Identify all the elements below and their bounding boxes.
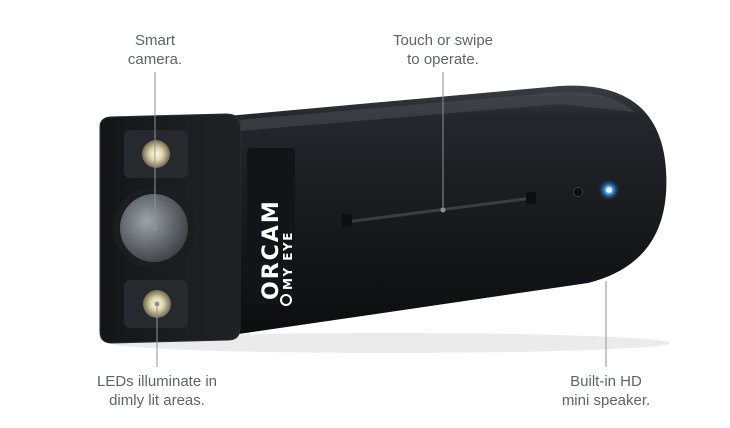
- status-light-core: [606, 187, 612, 193]
- ground-shadow: [110, 333, 670, 353]
- front-side: [205, 114, 240, 340]
- camera-annotation: Smart camera.: [127, 32, 183, 68]
- leader-leds-dot: [154, 301, 160, 307]
- leds-annotation: LEDs illuminate in dimly lit areas.: [96, 373, 218, 409]
- touch-annotation: Touch or swipe to operate.: [392, 32, 494, 68]
- logo-text-top: ORCAM: [259, 199, 284, 300]
- speaker-port: [573, 187, 583, 197]
- leader-lines: [152, 72, 607, 367]
- body-highlight: [215, 91, 635, 133]
- brand-logo: ORCAM MY EYE: [247, 148, 295, 306]
- led-top: [142, 140, 170, 168]
- speaker-annotation: Built-in HD mini speaker.: [561, 373, 651, 409]
- leader-touch-dot: [440, 207, 446, 213]
- touch-strip: [342, 192, 536, 226]
- logo-text-bottom: MY EYE: [281, 231, 295, 290]
- leader-camera-dot: [152, 225, 158, 231]
